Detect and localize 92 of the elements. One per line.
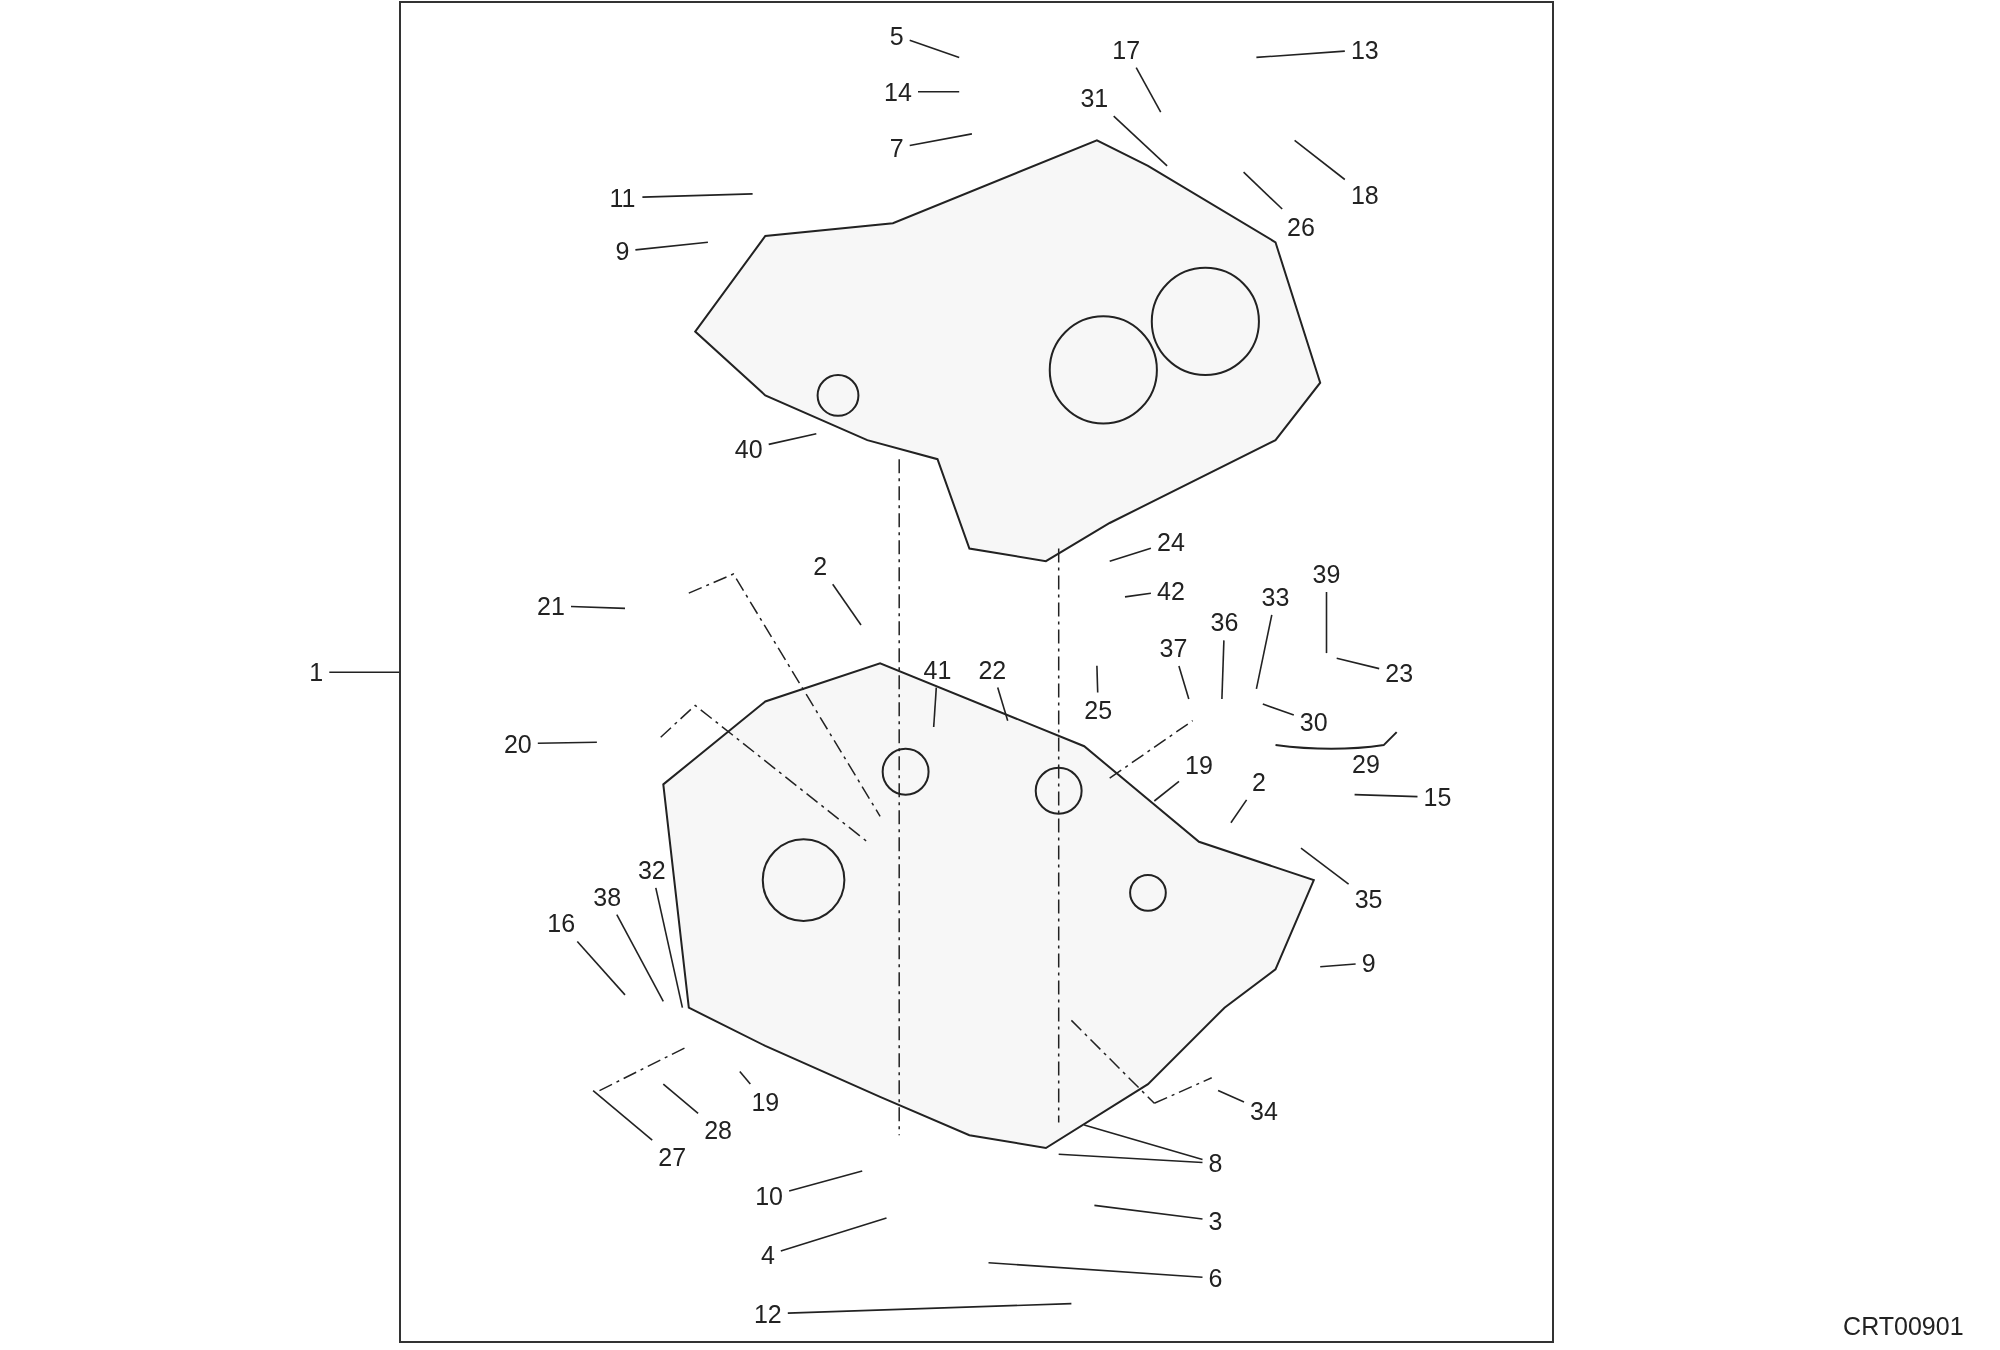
leader-line [537, 741, 598, 745]
callout-number: 19 [748, 1087, 783, 1117]
callout-number: 35 [1351, 884, 1386, 915]
leader-line [1124, 592, 1152, 598]
callout-number: 33 [1258, 581, 1293, 612]
callout-number: 4 [757, 1240, 778, 1271]
callout-number: 12 [750, 1298, 785, 1329]
callout-number: 8 [1205, 1148, 1226, 1179]
callout-number: 10 [752, 1181, 787, 1212]
callout-number: 9 [612, 236, 633, 267]
callout-number: 38 [590, 881, 625, 912]
leader-line [616, 913, 665, 1003]
leader-line [1083, 1124, 1204, 1161]
leader-line [1112, 115, 1168, 167]
callout-number: 2 [810, 551, 831, 582]
callout-number: 2 [1248, 766, 1269, 797]
leader-line [1255, 614, 1273, 690]
callout-number: 13 [1347, 34, 1382, 65]
callout-number: 1 [306, 657, 327, 688]
leader-line [780, 1217, 888, 1252]
leader-line [787, 1302, 1073, 1314]
callout-number: 11 [605, 182, 640, 213]
callout-number: 18 [1347, 180, 1382, 211]
leader-line [987, 1262, 1204, 1278]
leader-line [634, 241, 709, 251]
leader-line [328, 671, 400, 673]
leader-line [1057, 1153, 1204, 1164]
leader-line [1230, 799, 1248, 824]
leader-line [932, 686, 938, 728]
leader-line [996, 686, 1009, 722]
callout-number: 24 [1153, 527, 1188, 558]
callout-number: 31 [1077, 83, 1112, 114]
callout-number: 19 [1181, 750, 1216, 781]
callout-number: 40 [731, 433, 766, 464]
drawing-code: CRT00901 [1843, 1311, 1964, 1341]
leader-line [831, 583, 862, 626]
callout-number: 21 [534, 590, 568, 621]
leader-line [1135, 66, 1162, 113]
callout-number: 14 [880, 76, 915, 107]
callout-number: 15 [1420, 782, 1455, 813]
callout-number: 23 [1382, 658, 1417, 689]
callout-number: 36 [1207, 607, 1242, 638]
leader-line [1242, 171, 1283, 210]
leader-line [1319, 963, 1357, 968]
leader-line [917, 91, 960, 93]
callout-number: 39 [1309, 558, 1344, 589]
leader-line [1293, 139, 1346, 181]
leader-line [1153, 780, 1180, 802]
callout-number: 29 [1352, 750, 1380, 780]
leader-line [739, 1070, 752, 1085]
callout-number: 34 [1247, 1095, 1281, 1126]
callout-number: 9 [1358, 948, 1379, 978]
leader-line [1217, 1089, 1245, 1103]
callout-number: 42 [1153, 575, 1188, 606]
leader-line [641, 193, 754, 198]
leader-line [908, 39, 960, 59]
callout-number: 20 [500, 728, 535, 759]
leader-line [655, 887, 684, 1009]
callout-number: 30 [1296, 706, 1331, 737]
leader-line [592, 1089, 653, 1141]
callout-number: 17 [1109, 34, 1144, 65]
assembly-frame [399, 1, 1554, 1344]
leader-line [1093, 1204, 1204, 1220]
callout-number: 27 [655, 1141, 690, 1172]
callout-number: 25 [1081, 695, 1116, 726]
leader-line [1108, 547, 1152, 562]
callout-number: 7 [886, 132, 907, 163]
leader-line [1178, 665, 1190, 700]
leader-line [788, 1170, 863, 1192]
leader-line [1255, 50, 1346, 59]
callout-number: 3 [1205, 1205, 1226, 1236]
leader-line [1262, 703, 1295, 716]
leader-line [1325, 591, 1328, 654]
leader-line [908, 133, 973, 147]
callout-number: 28 [701, 1115, 736, 1146]
callout-number: 16 [544, 908, 579, 939]
callout-number: 5 [886, 20, 907, 51]
callout-number: 6 [1205, 1263, 1226, 1294]
leader-line [1335, 657, 1380, 670]
leader-line [1096, 665, 1099, 694]
leader-line [570, 605, 626, 610]
callout-number: 22 [975, 654, 1010, 685]
leader-line [576, 940, 626, 996]
callout-number: 26 [1284, 212, 1318, 242]
callout-number: 32 [634, 854, 669, 885]
callout-number: 41 [920, 654, 955, 685]
callout-number: 37 [1156, 632, 1191, 663]
leader-line [1300, 847, 1350, 885]
leader-line [767, 432, 818, 446]
leader-line [662, 1083, 699, 1115]
leader-line [1221, 639, 1225, 700]
leader-line [1353, 793, 1419, 798]
